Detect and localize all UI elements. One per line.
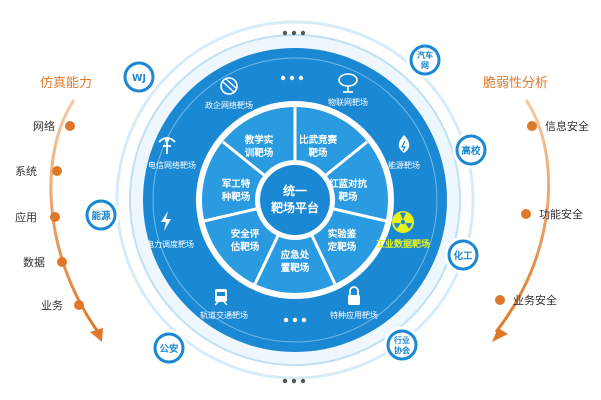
badge-label: 公安 [159,343,179,355]
right-dot-2 [521,209,531,219]
badge-energy: 能源 [82,196,120,234]
globe-icon [220,77,238,95]
ring-item-label: 物联网靶场 [328,97,368,107]
wedge-label: 置靶场 [281,262,310,274]
more-dots-bottom [283,317,307,323]
badge-label: 网 [421,61,429,70]
ring-item-label: 特种应用靶场 [330,310,378,320]
left-dot-2 [52,166,62,176]
badge-association: 行业 协会 [383,326,421,364]
wedge-label: 比武竞赛 [299,134,338,146]
right-panel-title: 脆弱性分析 [483,75,548,91]
badge-label: 行业 [393,335,410,345]
wedge-label: 应急处 [281,249,310,261]
train-icon [214,289,228,306]
wedge-label: 军工特 [222,178,251,190]
badge-police: 公安 [150,329,188,367]
left-dot-3 [50,212,60,222]
right-item-label: 功能安全 [539,207,583,221]
wedge-label: 实验鉴 [328,228,357,240]
wedge-label: 教学实 [244,134,274,146]
ring-item-label: 电信网络靶场 [148,160,196,170]
flame-drop-icon [398,135,410,153]
more-dots-outer-bottom [282,378,306,384]
left-item-label: 业务 [41,299,63,312]
telecom-icon [158,137,176,154]
ring-item-label-highlight: 工业数据靶场 [376,238,430,250]
wedge-label: 训靶场 [245,147,274,159]
left-panel-items: 网络 系统 应用 数据 业务 [15,119,84,312]
wedge-label: 红蓝对抗 [329,178,368,190]
right-dot-3 [495,295,505,305]
more-dots-outer-top [282,30,306,36]
left-arc-arrow [49,99,103,342]
badge-label: 能源 [91,210,111,222]
right-item-label: 信息安全 [545,119,589,133]
wedge-label: 估靶场 [230,241,260,253]
left-item-label: 网络 [33,119,55,133]
right-panel-items: 信息安全 功能安全 业务安全 [495,119,589,307]
inner-wedges: 教学实 训靶场 比武竞赛 靶场 红蓝对抗 靶场 实验鉴 定靶场 应急处 置靶场 … [221,134,368,274]
ring-item-label: 轨道交通靶场 [200,310,248,320]
wedge-label: 种靶场 [221,191,251,203]
wedge-label: 靶场 [338,191,358,203]
left-dot-1 [65,121,75,131]
ring-item-label: 电力调度靶场 [146,239,194,249]
wedge-label: 靶场 [308,147,328,159]
ring-items: 政企网络靶场 物联网靶场 能源靶场 工业数据靶场 特种应用靶场 [146,73,430,320]
wedge-label: 定靶场 [327,241,357,253]
left-item-label: 应用 [15,210,37,224]
center-hub [260,165,330,235]
badge-label: 化工 [453,250,473,262]
ring-item-label: 政企网络靶场 [205,100,253,110]
more-dots-top [280,75,304,81]
lock-icon [348,286,360,305]
badge-label: 汽车 [417,50,433,60]
center-title-line2: 靶场平台 [271,200,319,215]
left-item-label: 系统 [15,165,37,178]
left-dot-4 [57,257,67,267]
ring-item-label: 能源靶场 [388,160,420,170]
iot-cloud-icon [338,73,358,93]
lightning-icon [161,211,171,231]
right-item-label: 业务安全 [513,293,557,307]
wedge-label: 安全评 [231,228,260,240]
badge-label: 高校 [461,145,481,157]
badge-school: 高校 [452,131,490,169]
badge-chem: 化工 [444,236,482,274]
main-ring-inner-line [152,57,438,343]
center-title-line1: 统一 [283,183,307,198]
badge-carnet: 汽车 网 [406,41,444,79]
badge-label: 协会 [394,345,410,355]
badge-label: WJ [132,73,146,84]
right-arc-arrow [492,99,551,342]
badge-wj: WJ [120,58,158,96]
left-item-label: 数据 [23,255,45,269]
left-dot-5 [74,300,84,310]
right-dot-1 [527,121,537,131]
radiation-icon [392,211,414,233]
left-panel-title: 仿真能力 [40,76,92,91]
